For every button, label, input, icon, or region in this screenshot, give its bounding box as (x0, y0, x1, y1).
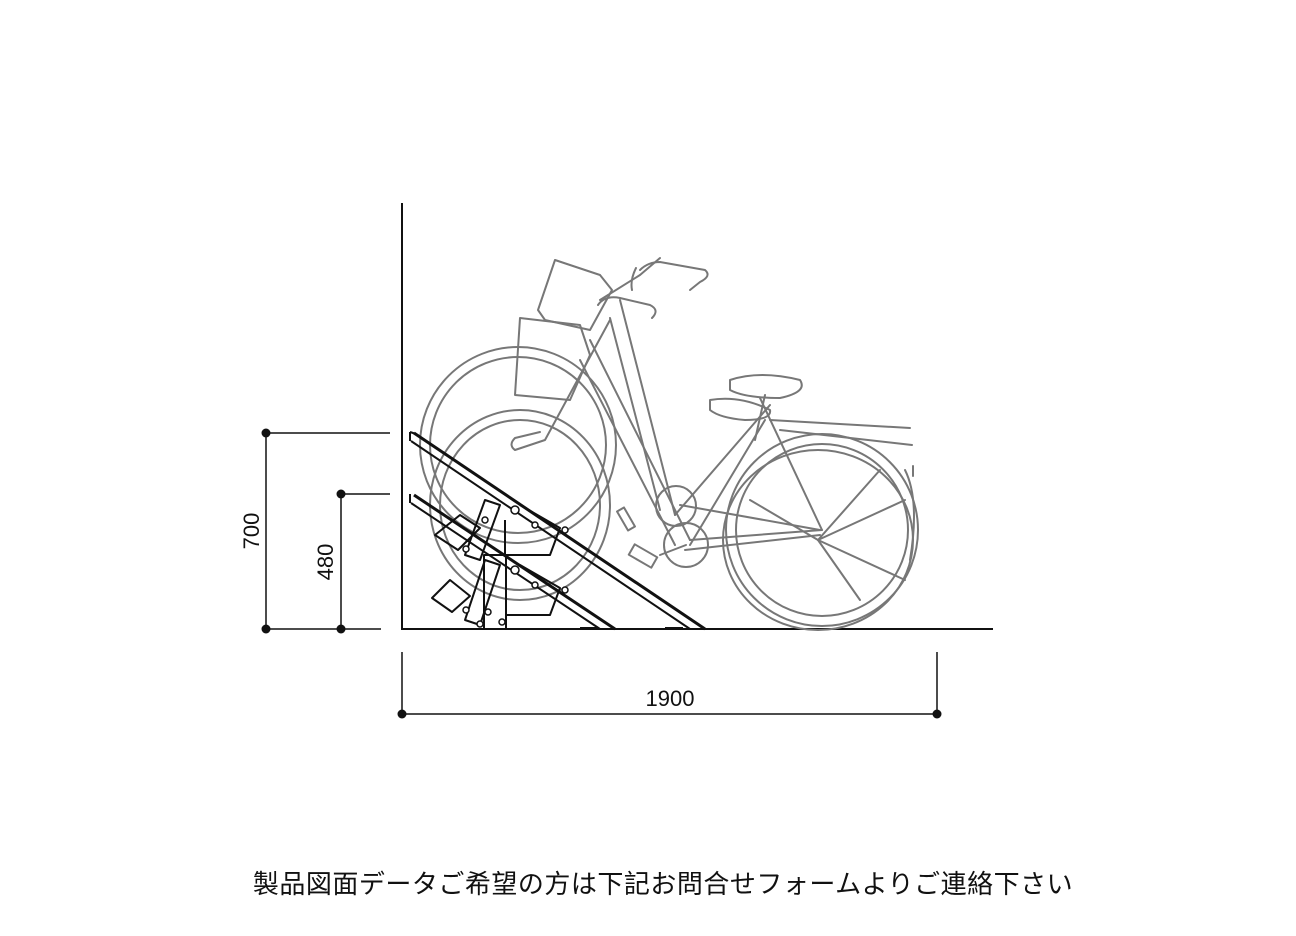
dimension-1900: 1900 (397, 652, 942, 719)
dimension-label-1900: 1900 (646, 686, 695, 711)
dimension-480: 480 (313, 489, 390, 634)
bicycle-upper (419, 257, 919, 627)
bicycle-lower (429, 296, 914, 631)
dimension-700: 700 (239, 428, 390, 634)
caption-contact-note: 製品図面データご希望の方は下記お問合せフォームよりご連絡下さい (252, 870, 1074, 900)
dimension-label-700: 700 (239, 513, 264, 550)
dimension-label-480: 480 (313, 544, 338, 581)
rack-upper (409, 431, 706, 631)
rack-lower (409, 493, 683, 631)
